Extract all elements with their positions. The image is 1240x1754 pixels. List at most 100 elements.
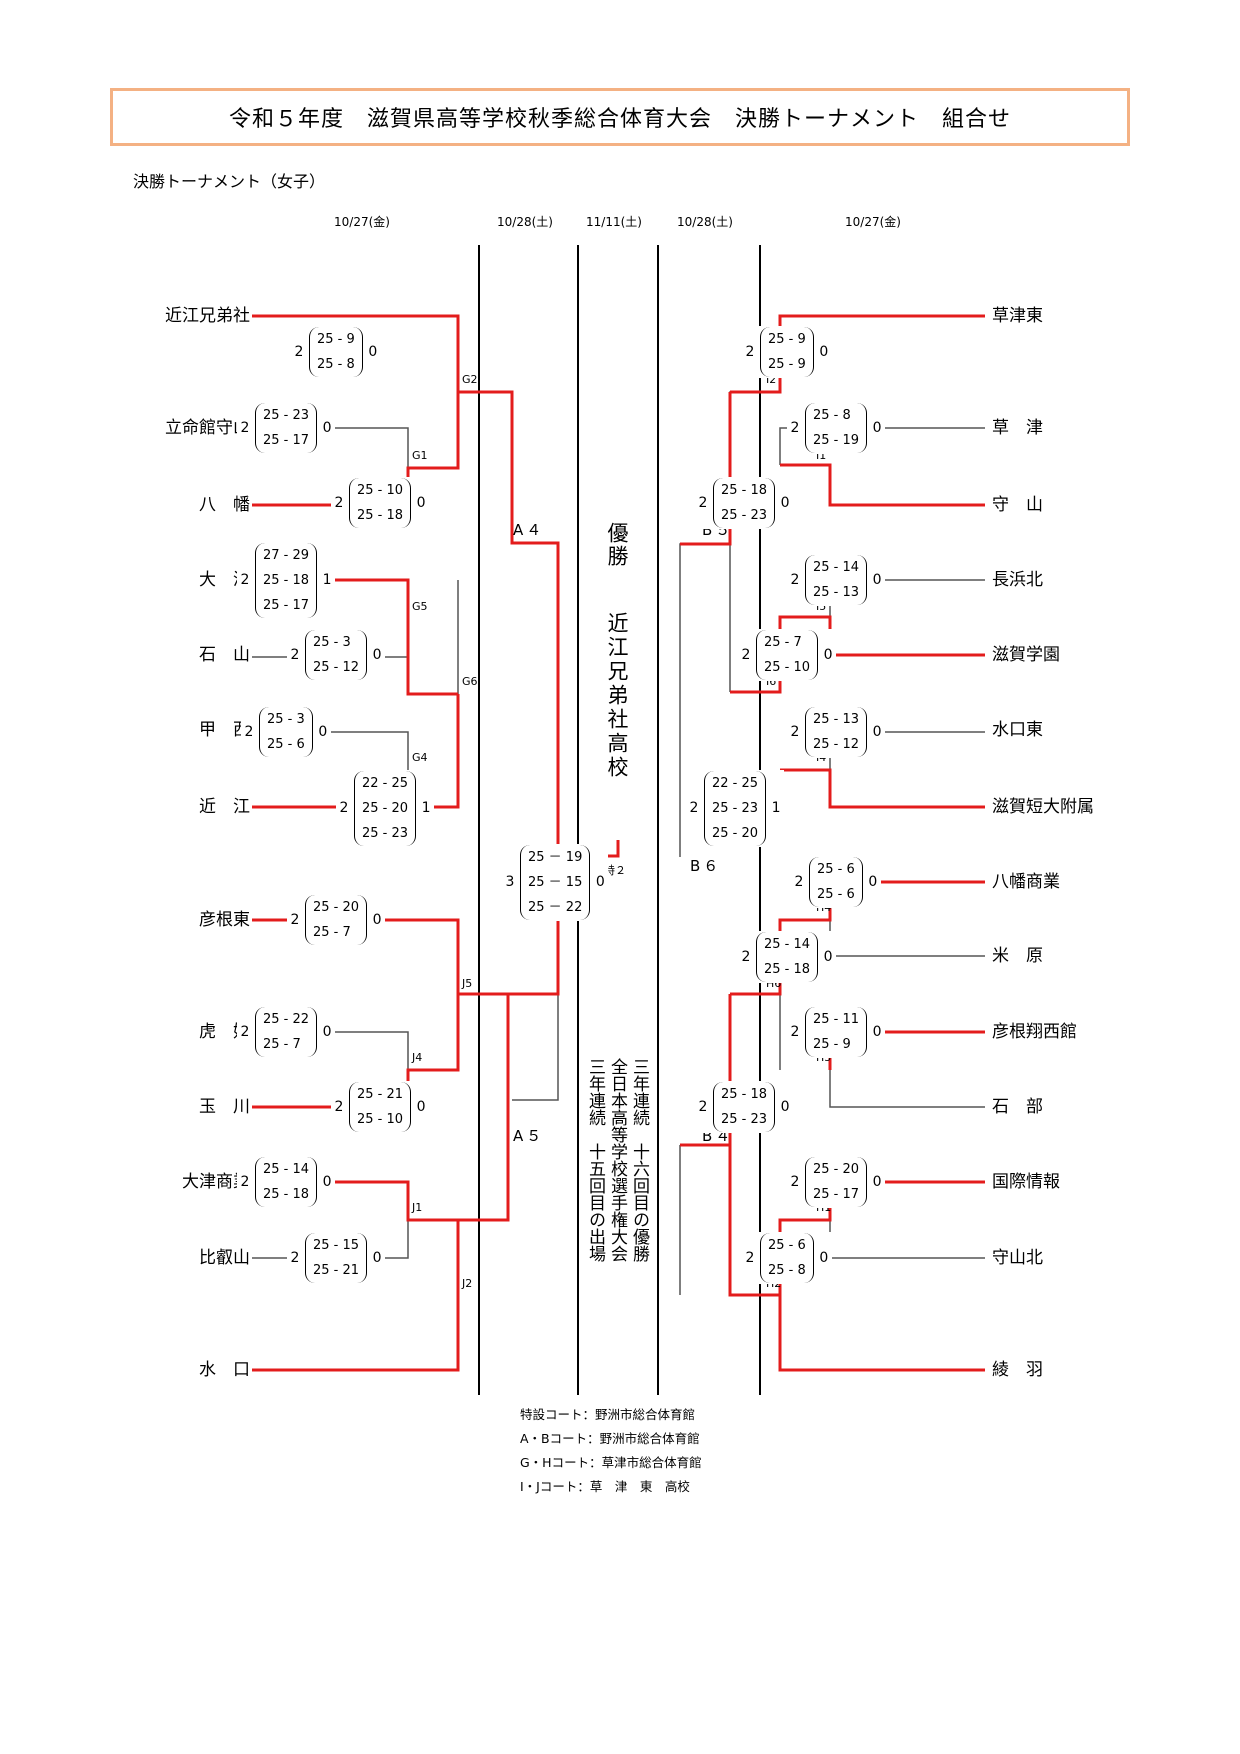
sets-won: 2	[334, 1099, 344, 1115]
set-score: 25 - 18	[721, 1087, 768, 1102]
bracket-line	[252, 314, 460, 392]
bracket-line	[408, 580, 459, 695]
set-score: 25 - 14	[263, 1162, 310, 1177]
set-score: 25 - 21	[357, 1087, 404, 1102]
set-score: 25 - 23	[712, 800, 759, 816]
section-subtitle: 決勝トーナメント（女子）	[133, 172, 326, 191]
set-scores: 25 - 21 25 - 10	[349, 1082, 412, 1132]
set-score: 25 - 11	[813, 1012, 860, 1027]
match-label-i6: I6	[766, 675, 777, 688]
sets-won: 2	[294, 344, 304, 360]
set-score: 25 - 9	[813, 1037, 851, 1052]
match-label-i5: I5	[816, 600, 827, 613]
bracket-line	[680, 392, 732, 546]
sets-lost: 0	[322, 420, 332, 436]
sets-won: 2	[745, 1250, 755, 1266]
date-label-right-r2: 10/28(土)	[677, 215, 733, 229]
team-right-6: 水口東	[992, 720, 1043, 740]
match-label-g5: G5	[412, 600, 428, 613]
team-right-10: 彦根翔西館	[992, 1022, 1077, 1042]
set-score: 25 - 6	[267, 737, 305, 752]
venue-item: I・Jコート：草 津 東 高校	[520, 1479, 690, 1494]
set-score: 25 - 10	[357, 483, 404, 498]
set-score: 25 - 10	[764, 660, 811, 675]
special-court-label: 特２	[604, 864, 626, 877]
team-left-2: 立命館守山	[165, 418, 250, 438]
bracket-line	[458, 390, 620, 858]
sets-won: 2	[290, 1250, 300, 1266]
sets-lost: 0	[372, 912, 382, 928]
set-score: 25 - 20	[313, 900, 360, 915]
sets-won: 2	[741, 949, 751, 965]
set-score: 25 - 6	[817, 862, 855, 877]
team-left-6: 甲 西	[199, 720, 250, 740]
bracket-line	[780, 463, 985, 507]
sets-won: 2	[290, 647, 300, 663]
set-score: 25 - 6	[768, 1238, 806, 1253]
sets-lost: 0	[872, 1024, 882, 1040]
sets-lost: 0	[819, 344, 829, 360]
sets-lost: 0	[868, 874, 878, 890]
round-label-a4: A４	[513, 521, 545, 539]
set-scores: 25 - 3 25 - 6	[259, 707, 313, 757]
set-score: 25 - 19	[813, 433, 860, 448]
round-label-a5: A５	[513, 1127, 545, 1145]
sets-lost: 1	[771, 800, 781, 816]
sets-lost: 0	[416, 1099, 426, 1115]
champion-note-1: 三年連続 十六回目の優勝	[628, 1058, 650, 1262]
set-score: 25 - 12	[813, 737, 860, 752]
set-score: 25 - 9	[768, 357, 806, 372]
match-label-j2: J2	[462, 1277, 473, 1290]
set-score: 25 － 19	[528, 849, 583, 865]
venue-item: G・Hコート：草津市総合体育館	[520, 1455, 702, 1470]
sets-lost: 0	[372, 647, 382, 663]
match-label-j1: J1	[412, 1201, 423, 1214]
set-score: 25 - 14	[813, 560, 860, 575]
set-score: 25 - 20	[712, 825, 759, 841]
match-label-i1: I1	[816, 449, 827, 462]
set-score: 25 - 10	[357, 1112, 404, 1127]
bracket-line	[829, 920, 985, 957]
set-scores: 25 - 11 25 - 9	[805, 1007, 868, 1057]
set-score: 25 - 8	[768, 1263, 806, 1278]
bracket-line	[829, 1070, 985, 1108]
team-right-13: 守山北	[992, 1248, 1043, 1268]
sets-won: 2	[790, 1024, 800, 1040]
set-score: 25 - 18	[764, 962, 811, 977]
match-label-j4: J4	[412, 1051, 423, 1064]
note-line-2: 全日本高等学校選手権大会	[607, 1058, 627, 1262]
team-left-8: 彦根東	[199, 910, 250, 930]
team-right-14: 綾 羽	[992, 1360, 1043, 1380]
set-score: 27 - 29	[263, 547, 310, 563]
set-score: 25 - 3	[267, 712, 305, 727]
bracket-line	[780, 768, 985, 809]
team-right-9: 米 原	[992, 946, 1043, 966]
team-right-3: 守 山	[992, 495, 1043, 515]
sets-won: 2	[790, 572, 800, 588]
venue-list: 特設コート：野洲市総合体育館 A・Bコート：野洲市総合体育館 G・Hコート：草津…	[520, 1403, 702, 1499]
sets-lost: 0	[780, 495, 790, 511]
set-score: 25 - 20	[813, 1162, 860, 1177]
set-score: 25 - 12	[313, 660, 360, 675]
winner-lines	[252, 314, 985, 1372]
sets-won: 2	[790, 420, 800, 436]
sets-lost: 0	[368, 344, 378, 360]
set-score: 25 － 15	[528, 874, 583, 890]
